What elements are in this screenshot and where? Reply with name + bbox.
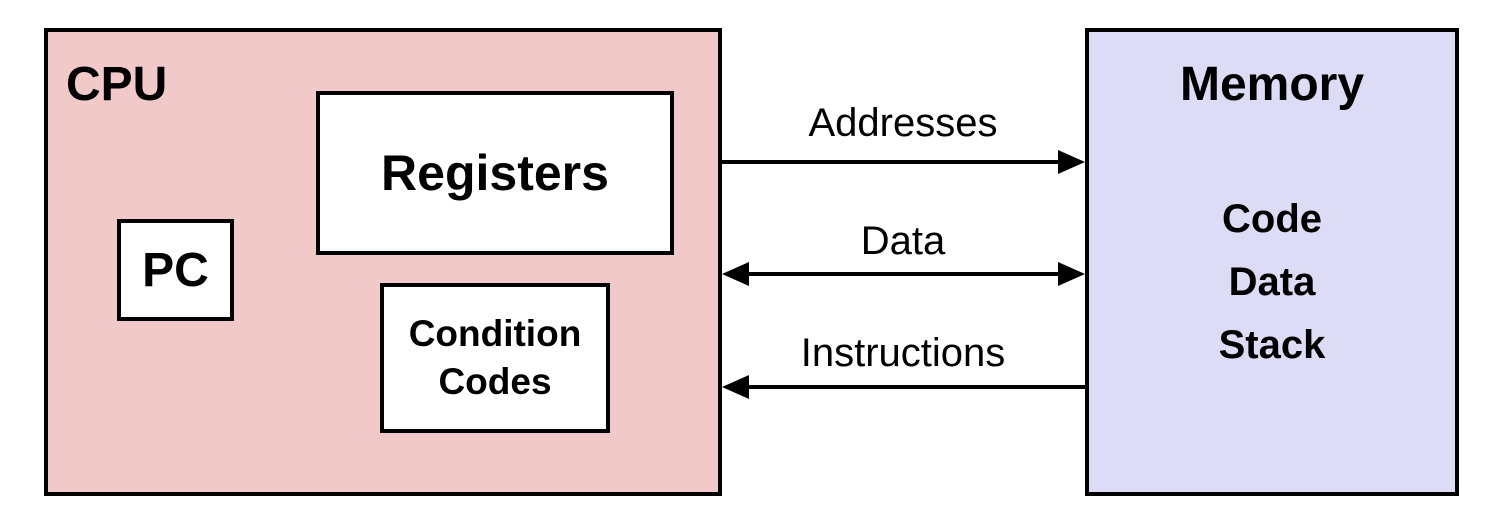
addresses-bus-label: Addresses [808,101,998,145]
registers-label: Registers [381,145,609,201]
data-arrow [722,262,1085,286]
pc-box: PC [117,219,234,321]
memory-box [1085,28,1459,496]
addresses-arrow [722,150,1085,174]
instructions-bus-label: Instructions [800,331,1006,375]
condition-codes-box: Condition Codes [380,283,610,433]
memory-item-stack: Stack [1218,323,1326,367]
memory-item-data: Data [1228,260,1316,304]
pc-label: PC [142,243,209,297]
condition-codes-label-line-2: Codes [438,361,552,402]
memory-title: Memory [1179,58,1365,111]
cpu-title: CPU [66,58,168,111]
memory-contents: Code Data Stack [1085,188,1459,377]
registers-box: Registers [316,91,674,255]
memory-item-code: Code [1222,197,1322,241]
condition-codes-label-line-1: Condition [408,313,582,354]
data-bus-label: Data [860,219,946,263]
instructions-arrow [722,375,1085,399]
